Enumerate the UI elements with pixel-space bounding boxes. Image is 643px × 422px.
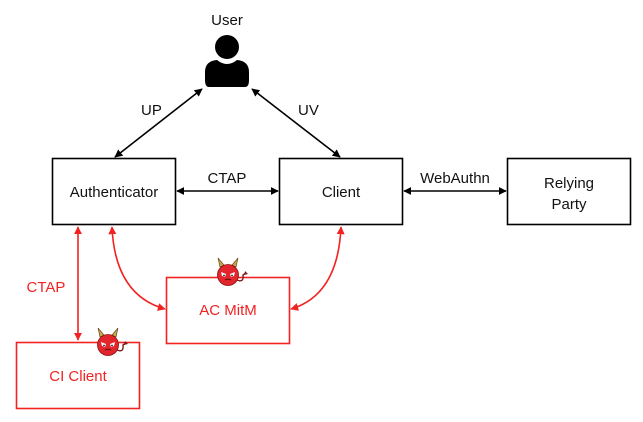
mitm-client-arrow <box>290 226 345 311</box>
authenticator-node: Authenticator <box>51 157 177 226</box>
up-arrow <box>114 88 203 158</box>
ci-client-node: CI Client <box>15 327 141 410</box>
ctap-attack-label: CTAP <box>27 279 66 296</box>
user-icon <box>205 35 249 87</box>
relying-party-node: Relying Party <box>506 157 632 226</box>
mitm-authenticator-arrow <box>108 226 166 311</box>
ctap-label: CTAP <box>208 170 247 187</box>
ac-mitm-label: AC MitM <box>199 302 257 319</box>
up-label: UP <box>141 102 162 119</box>
ci-client-label: CI Client <box>49 368 107 385</box>
user-label: User <box>211 12 243 29</box>
ac-mitm-node: AC MitM <box>165 257 291 345</box>
authenticator-label: Authenticator <box>70 184 158 201</box>
uv-arrow <box>251 88 341 158</box>
webauthn-label: WebAuthn <box>420 170 490 187</box>
client-label: Client <box>322 184 361 201</box>
uv-label: UV <box>298 102 319 119</box>
relying-party-label-line2: Party <box>551 196 587 213</box>
relying-party-label-line1: Relying <box>544 175 594 192</box>
client-node: Client <box>278 157 404 226</box>
